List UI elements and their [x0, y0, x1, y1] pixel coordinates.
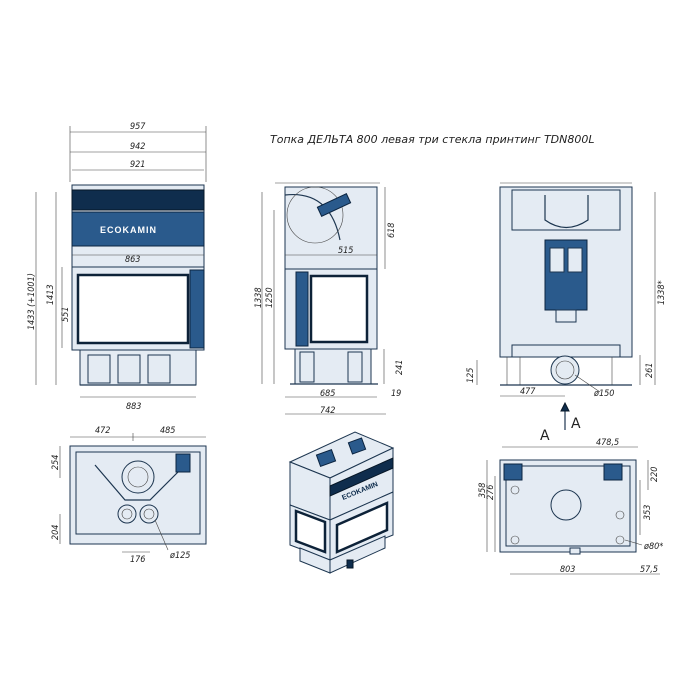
dim-plan-width-half: 478,5	[596, 438, 619, 448]
side-view: 515 618 1338 1250 241 685 742 19	[254, 182, 405, 416]
dim-plan-depth-inner: 276	[486, 485, 496, 500]
dim-right-height: 261	[645, 363, 655, 378]
dim-depth-back: 254	[51, 455, 61, 470]
dim-left-width: 472	[95, 426, 110, 436]
dim-hood-height: 618	[387, 223, 397, 238]
dim-glass-height: 551	[61, 307, 71, 322]
front-view: 957 942 921 ECOKAMIN 863 1433 (+1001) 14…	[27, 122, 207, 412]
dim-outlet-height: 125	[466, 368, 476, 383]
dim-foot-offset: 19	[391, 389, 401, 399]
dim-plan-right-mid: 353	[643, 505, 653, 520]
dim-base-width: 883	[126, 402, 141, 412]
dim-plan-hole-diameter: ø80*	[643, 542, 663, 552]
dim-outlet-offset: 477	[520, 387, 536, 397]
dim-depth-top: 515	[338, 246, 353, 256]
dim-plan-right-offset: 57,5	[640, 565, 658, 575]
dim-height-total: 1433 (+1001)	[27, 273, 37, 330]
dim-opening-width: 863	[125, 255, 140, 265]
dim-foot-height: 241	[395, 360, 405, 375]
top-view: 472 485 254 204 176 ø125	[51, 426, 207, 565]
dim-intake-spacing: 176	[130, 555, 145, 565]
section-mark-right: A	[571, 416, 581, 432]
dim-back-height: 1338*	[657, 280, 667, 305]
dim-width-outer: 957	[130, 122, 146, 132]
dim-depth-front: 204	[51, 525, 61, 540]
plan-view: 478,5 358 276 220 353 ø80* 803 57,5	[478, 438, 663, 575]
front-brand-label: ECOKAMIN	[100, 225, 157, 235]
dim-plan-depth-total: 358	[478, 483, 488, 498]
dim-depth-body: 685	[320, 389, 335, 399]
dim-width-inner: 921	[130, 160, 145, 170]
dim-height-body: 1413	[46, 284, 56, 305]
dim-outlet-diameter: ø150	[593, 389, 614, 399]
dim-intake-diameter: ø125	[169, 551, 190, 561]
back-view: 1338* 125 261 477 ø150 A A	[466, 182, 667, 444]
dim-side-height-body: 1250	[265, 287, 275, 308]
dim-depth-total: 742	[320, 406, 335, 416]
dim-right-width: 485	[160, 426, 175, 436]
dim-plan-width-base: 803	[560, 565, 575, 575]
drawing-title: Топка ДЕЛЬТА 800 левая три стекла принти…	[270, 133, 595, 146]
isometric-view: ECOKAMIN	[288, 431, 395, 574]
dim-plan-right-top: 220	[650, 467, 660, 482]
dim-side-height-total: 1338	[254, 287, 264, 308]
dim-width-mid: 942	[130, 142, 145, 152]
section-mark-left: A	[540, 428, 550, 444]
